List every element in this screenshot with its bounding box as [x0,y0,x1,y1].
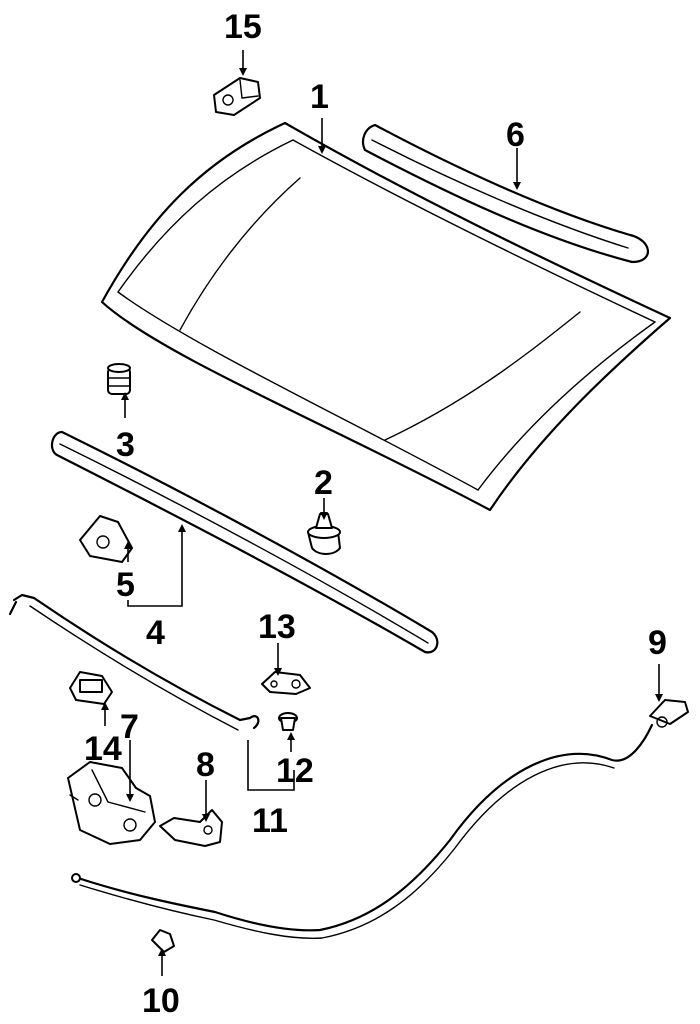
cable-end [649,699,689,728]
support-rod [8,593,260,731]
callout-1: 1 [310,78,329,116]
front-seal [50,430,439,654]
seal-bracket [79,515,133,563]
callout-15: 15 [224,8,262,46]
callout-14: 14 [84,730,122,768]
release-cable [71,723,654,953]
rear-seal [361,123,649,264]
leader-lines [101,50,663,976]
callout-11: 11 [252,802,288,840]
callout-8: 8 [196,746,215,784]
striker [69,671,113,705]
callout-4: 4 [146,614,165,652]
callout-3: 3 [116,426,135,464]
callout-13: 13 [258,608,296,646]
hood-bumper [307,513,341,555]
hood-panel [100,121,672,512]
small-clip [278,712,298,731]
callout-2: 2 [314,464,333,502]
callout-6: 6 [506,116,525,154]
bumper-stop [107,363,131,395]
safety-latch [159,809,223,847]
callout-10: 10 [142,982,180,1020]
callout-labels: 15 1 6 3 2 5 4 13 9 14 7 8 12 11 10 [84,8,667,1020]
callout-5: 5 [116,566,135,604]
callout-7: 7 [120,708,139,746]
latch-clip [261,671,311,695]
hinge-clip [213,77,261,116]
callout-9: 9 [648,624,667,662]
callout-12: 12 [276,752,314,790]
hood-latch [67,761,156,845]
